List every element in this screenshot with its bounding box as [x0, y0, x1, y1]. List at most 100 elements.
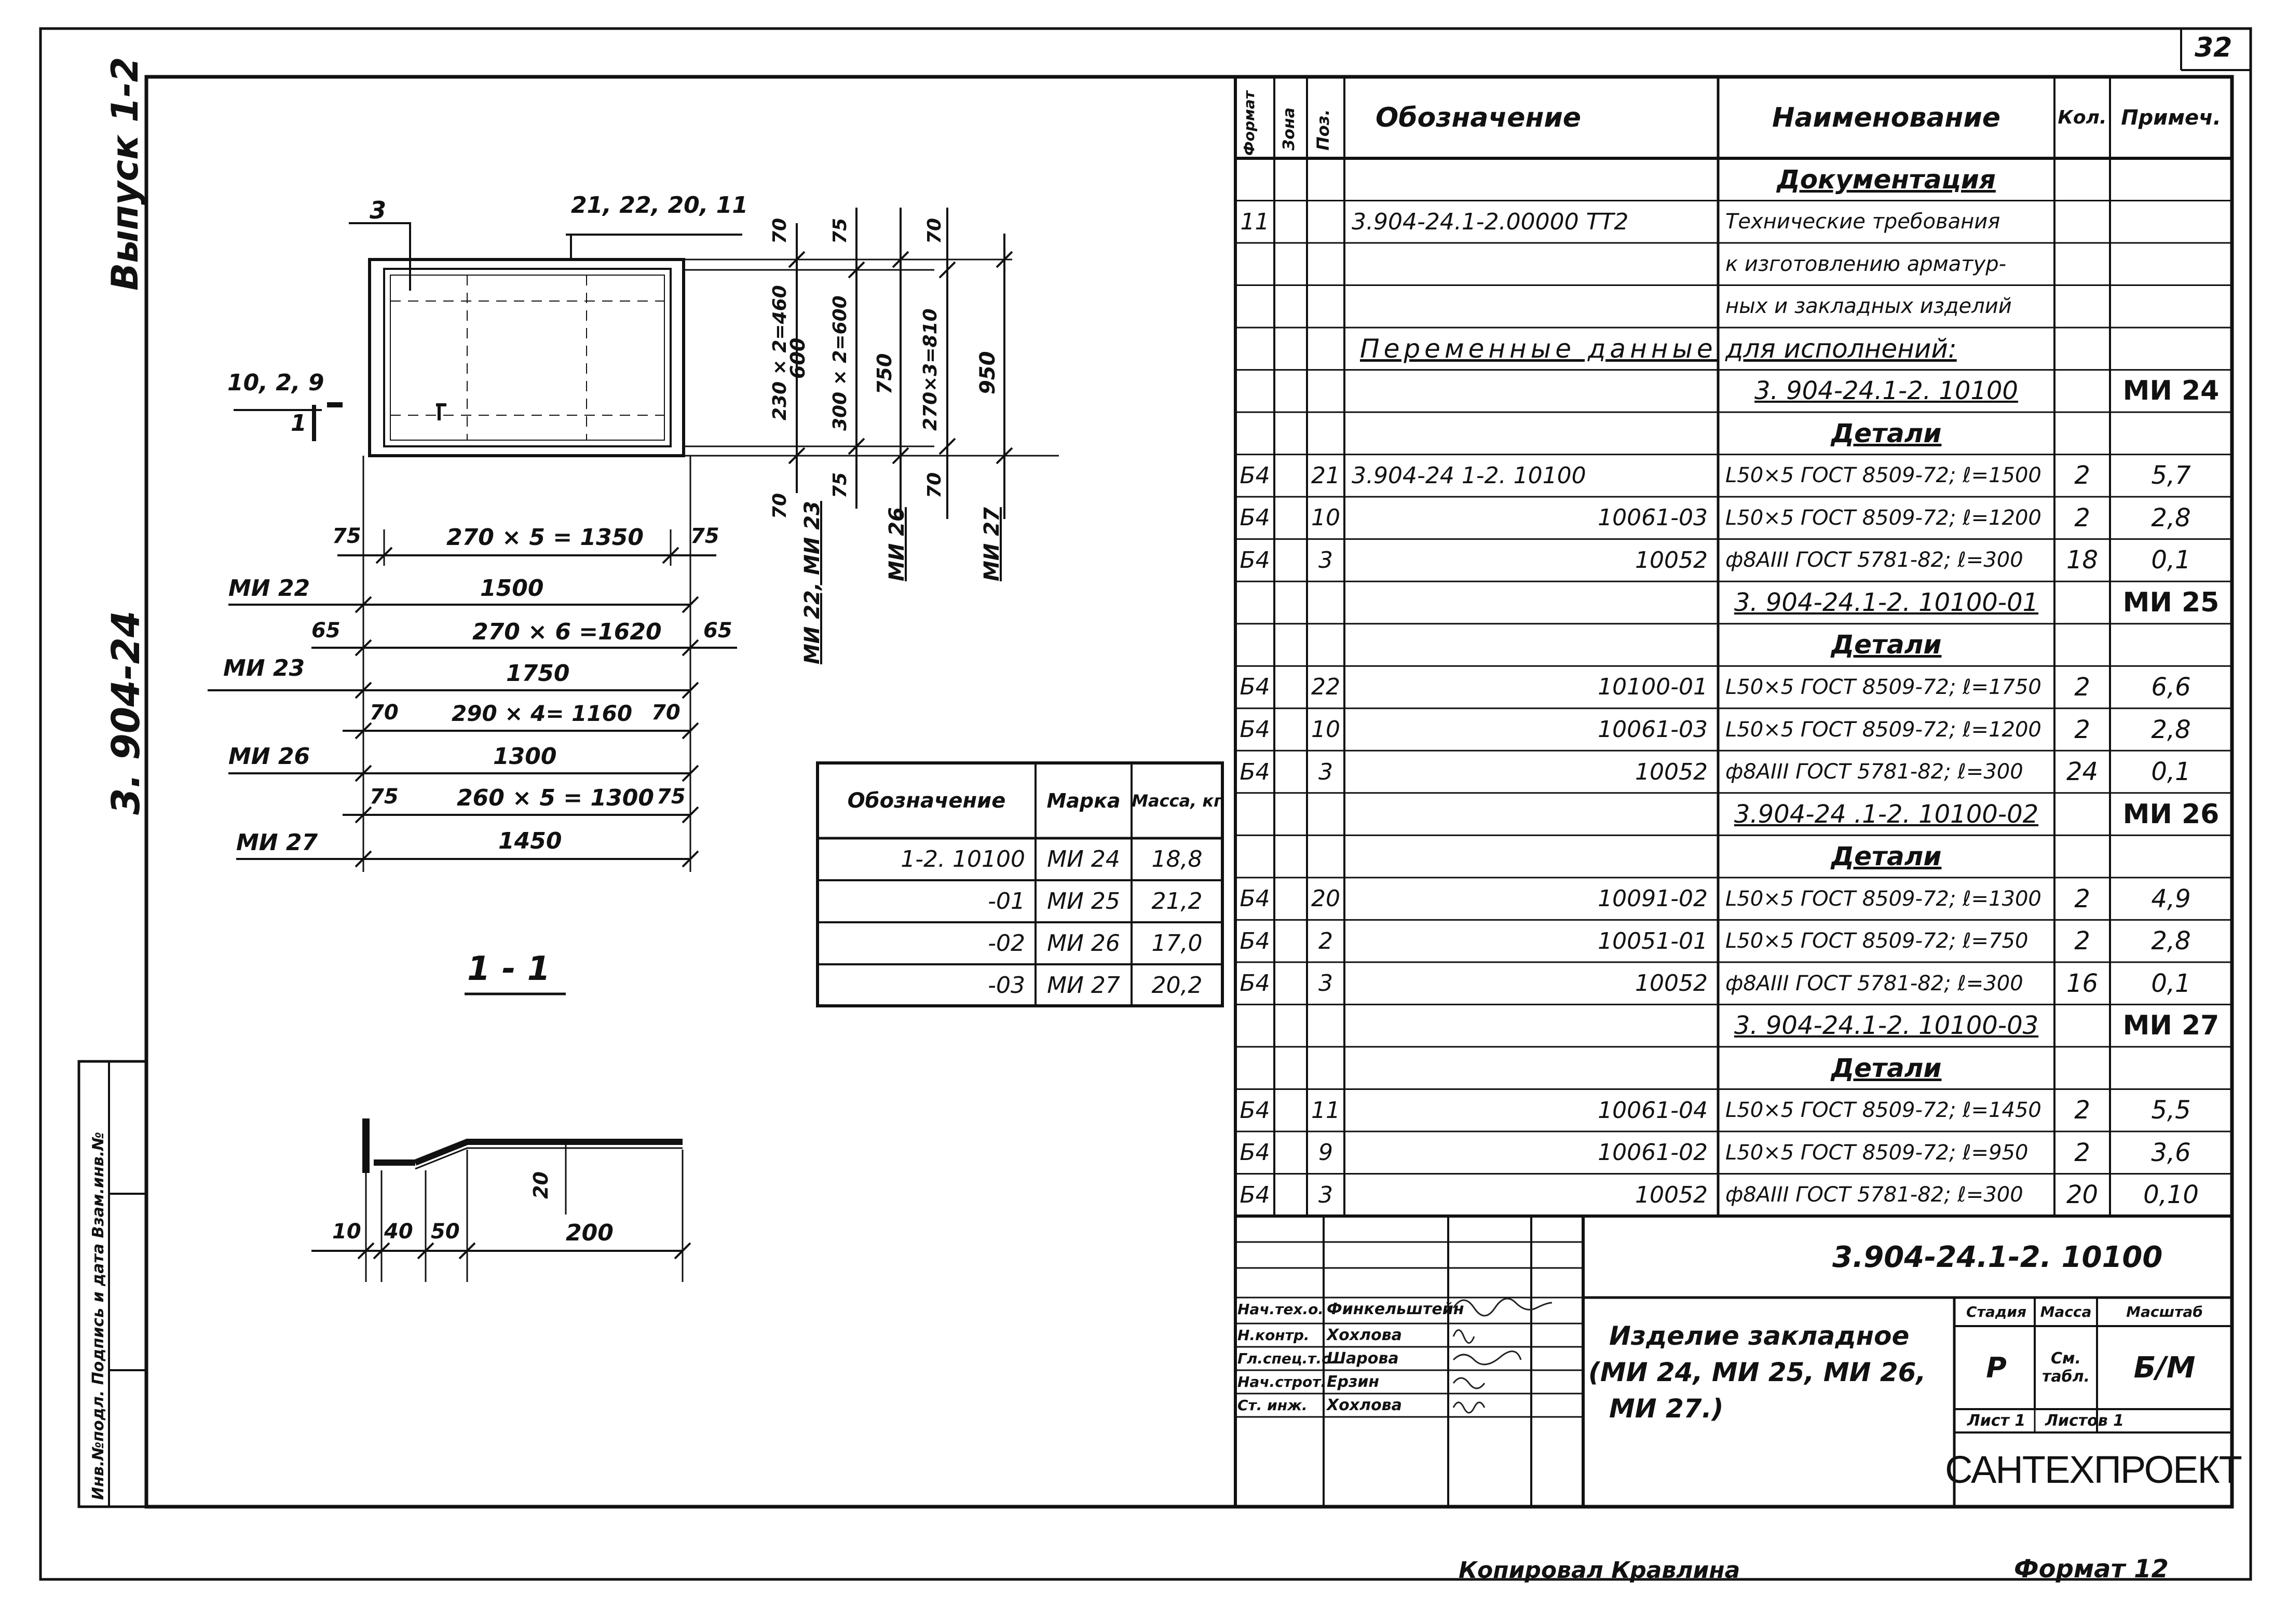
spec-cell-name: Детали: [1831, 1053, 1942, 1083]
spec-cell-designation: 10052: [1635, 547, 1708, 574]
dim-edge-left: 65: [311, 619, 341, 643]
spec-cell-format: Б4: [1240, 716, 1270, 743]
spec-cell-pos: 3: [1318, 970, 1333, 997]
spec-cell-note: 6,6: [2151, 672, 2191, 702]
section-marker: 1: [291, 410, 307, 436]
spec-cell-format: Б4: [1240, 1097, 1270, 1124]
spec-cell-name: ф8АIII ГОСТ 5781-82; ℓ=300: [1725, 971, 2023, 995]
dim-mark: МИ 26: [228, 743, 310, 770]
spec-cell-note: 0,10: [2143, 1180, 2199, 1210]
mass-table-cell: МИ 26: [1047, 930, 1120, 957]
spec-cell-qty: 2: [2074, 884, 2090, 913]
spec-cell-name: ных и закладных изделий: [1725, 294, 2012, 319]
spec-cell-note: 2,8: [2151, 715, 2191, 744]
spec-cell-note: 5,5: [2151, 1096, 2191, 1125]
spec-cell-pos: 2: [1318, 927, 1333, 954]
spec-cell-qty: 2: [2074, 503, 2090, 533]
spec-cell-format: 11: [1240, 208, 1270, 235]
mass-table-cell: МИ 27: [1047, 972, 1120, 999]
spec-cell-note: 5,7: [2151, 461, 2191, 490]
callout-left: 10, 2, 9: [227, 370, 324, 396]
spec-cell-name: Документация: [1777, 164, 1996, 195]
mass-table-cell: -01: [988, 888, 1025, 915]
spec-cell-name: Детали: [1831, 418, 1942, 448]
spec-cell-note: 0,1: [2151, 545, 2191, 575]
spec-cell-note: 2,8: [2151, 503, 2191, 533]
section-label: 1 - 1: [467, 950, 551, 988]
spec-cell-designation: 10091-02: [1598, 885, 1708, 912]
spec-cell-format: Б4: [1240, 547, 1270, 574]
spec-cell-name: L50×5 ГОСТ 8509-72; ℓ=950: [1725, 1140, 2029, 1165]
spec-cell-name: Технические требования: [1725, 210, 2000, 234]
drawing-code: 3.904-24.1-2. 10100: [1832, 1240, 2163, 1274]
spec-cell-note: 2,8: [2151, 926, 2191, 956]
spec-cell-name: L50×5 ГОСТ 8509-72; ℓ=1300: [1725, 886, 2041, 911]
dim-mark: МИ 27: [236, 829, 318, 856]
mass-table-cell: 18,8: [1151, 846, 1203, 872]
spec-cell-qty: 2: [2074, 1138, 2090, 1167]
spec-cell-pos: 10: [1311, 504, 1340, 531]
spec-cell-qty: 18: [2066, 545, 2099, 575]
spec-cell-format: Б4: [1240, 1139, 1270, 1166]
spec-cell-name: для исполнений:: [1725, 333, 1957, 364]
staff-name: Хохлова: [1327, 1326, 1402, 1344]
spec-cell-designation: Переменные данные: [1360, 333, 1717, 364]
spec-cell-qty: 24: [2066, 757, 2099, 787]
spec-cell-name: L50×5 ГОСТ 8509-72; ℓ=1500: [1725, 463, 2041, 488]
mass-table-header-mass: Масса, кг: [1132, 790, 1222, 811]
spec-cell-name: 3.904-24 .1-2. 10100-02: [1734, 799, 2039, 829]
dim-middle: 270 × 6 =1620: [472, 619, 662, 645]
spec-cell-designation: 10052: [1635, 758, 1708, 785]
dim-total: 1450: [498, 828, 562, 854]
spec-cell-name: L50×5 ГОСТ 8509-72; ℓ=1200: [1725, 506, 2041, 530]
spec-cell-name: ф8АIII ГОСТ 5781-82; ℓ=300: [1725, 548, 2023, 572]
spec-cell-designation: 10061-03: [1598, 504, 1708, 531]
sheet-format: Формат 12: [2014, 1554, 2169, 1584]
dim-edge-right: 65: [703, 619, 732, 643]
mass-label: Масса: [2040, 1303, 2092, 1320]
staff-role: Н.контр.: [1237, 1327, 1310, 1344]
organization-name: САНТЕХПРОЕКТ: [1945, 1448, 2242, 1491]
spec-cell-pos: 10: [1311, 716, 1340, 743]
stage-value: Р: [1986, 1351, 2007, 1384]
dim-total: 1300: [493, 743, 557, 770]
spec-cell-pos: 3: [1318, 758, 1333, 785]
staff-role: Ст. инж.: [1237, 1397, 1308, 1414]
sheets-label: Листов 1: [2045, 1412, 2125, 1430]
dim-middle: 260 × 5 = 1300: [457, 785, 654, 811]
spec-header-qty: Кол.: [2058, 107, 2107, 128]
mass-table-cell: МИ 25: [1047, 888, 1120, 915]
dim-total: 1750: [506, 660, 570, 687]
spec-cell-note: 0,1: [2151, 757, 2191, 787]
spec-cell-designation: 3.904-24 1-2. 10100: [1352, 462, 1586, 489]
spec-cell-name: L50×5 ГОСТ 8509-72; ℓ=750: [1725, 929, 2029, 953]
dim-total: 1500: [480, 575, 544, 602]
spec-cell-name: L50×5 ГОСТ 8509-72; ℓ=1450: [1725, 1098, 2041, 1123]
spec-header-name: Наименование: [1772, 102, 2001, 133]
spec-cell-pos: 22: [1311, 674, 1340, 701]
sheet-label: Лист 1: [1967, 1412, 2026, 1430]
dim-edge-left: 70: [370, 701, 399, 725]
staff-role: Нач.строт.: [1237, 1373, 1327, 1390]
spec-cell-pos: 11: [1311, 1097, 1340, 1124]
spec-cell-qty: 2: [2074, 1096, 2090, 1125]
dim-middle: 290 × 4= 1160: [452, 701, 633, 726]
spec-cell-note: 4,9: [2151, 884, 2191, 913]
mass-table-header-designation: Обозначение: [847, 788, 1006, 813]
spec-header-note: Примеч.: [2121, 105, 2221, 130]
title-line-3: МИ 27.): [1609, 1394, 1724, 1424]
scale-label: Масштаб: [2126, 1303, 2203, 1320]
stage-label: Стадия: [1966, 1303, 2026, 1320]
sheet-number: 32: [2195, 32, 2232, 63]
spec-cell-designation: 10061-04: [1598, 1097, 1708, 1124]
scale-value: Б/М: [2133, 1350, 2196, 1385]
copied-by: Копировал Кравлина: [1459, 1557, 1740, 1584]
callout-top-left: 3: [370, 196, 387, 224]
spec-cell-name: 3. 904-24.1-2. 10100: [1754, 376, 2018, 406]
spec-cell-designation: 10061-03: [1598, 716, 1708, 743]
spec-cell-format: Б4: [1240, 758, 1270, 785]
